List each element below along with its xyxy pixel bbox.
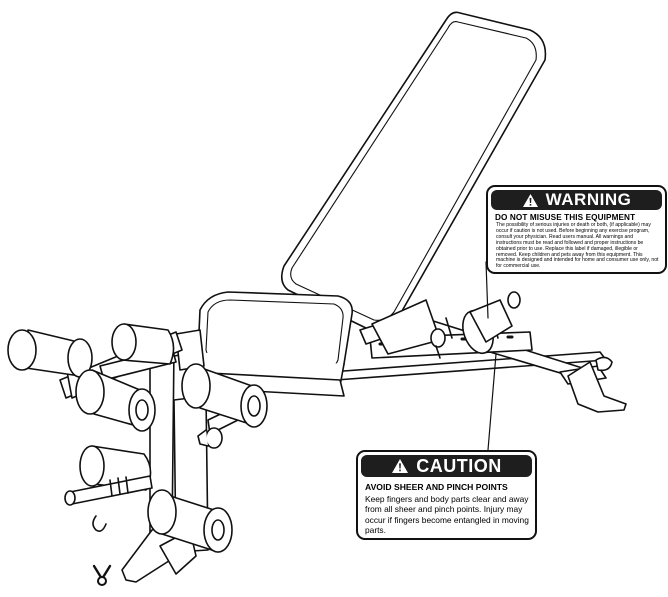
warning-subheading: DO NOT MISUSE THIS EQUIPMENT	[495, 213, 636, 222]
part-callout-mark	[92, 564, 112, 586]
warning-body-text: The possibility of serious injuries or d…	[496, 222, 659, 270]
rear-stabilizer-foot	[567, 356, 627, 413]
warning-triangle-icon	[522, 193, 539, 208]
caution-subheading: AVOID SHEER AND PINCH POINTS	[365, 482, 508, 492]
warning-triangle-icon	[391, 458, 409, 474]
warning-label: WARNING DO NOT MISUSE THIS EQUIPMENT The…	[486, 185, 667, 274]
rear-pivot-knob	[462, 291, 521, 355]
warning-label-header: WARNING	[491, 190, 662, 210]
roller-pad-front-right	[181, 363, 268, 428]
caution-label-header: CAUTION	[361, 455, 532, 477]
pop-pin-knob	[197, 427, 223, 449]
roller-pad-upper-left	[7, 329, 93, 378]
caution-body-text: Keep fingers and body parts clear and aw…	[365, 494, 529, 535]
roller-pad-upper-middle	[111, 323, 175, 365]
caution-heading: CAUTION	[416, 455, 502, 476]
backrest-support-tube	[371, 299, 446, 359]
warning-pointer-line	[485, 261, 489, 319]
seat-pad	[195, 291, 354, 387]
roller-axle-rod	[64, 475, 153, 506]
roller-pad-lower-front	[147, 489, 233, 553]
roller-pad-front-left	[75, 369, 156, 432]
caution-label: CAUTION AVOID SHEER AND PINCH POINTS Kee…	[356, 450, 537, 540]
spring-clip	[92, 515, 107, 532]
backrest-pad	[280, 11, 547, 345]
warning-heading: WARNING	[545, 190, 632, 209]
caution-pointer-line	[487, 353, 497, 451]
